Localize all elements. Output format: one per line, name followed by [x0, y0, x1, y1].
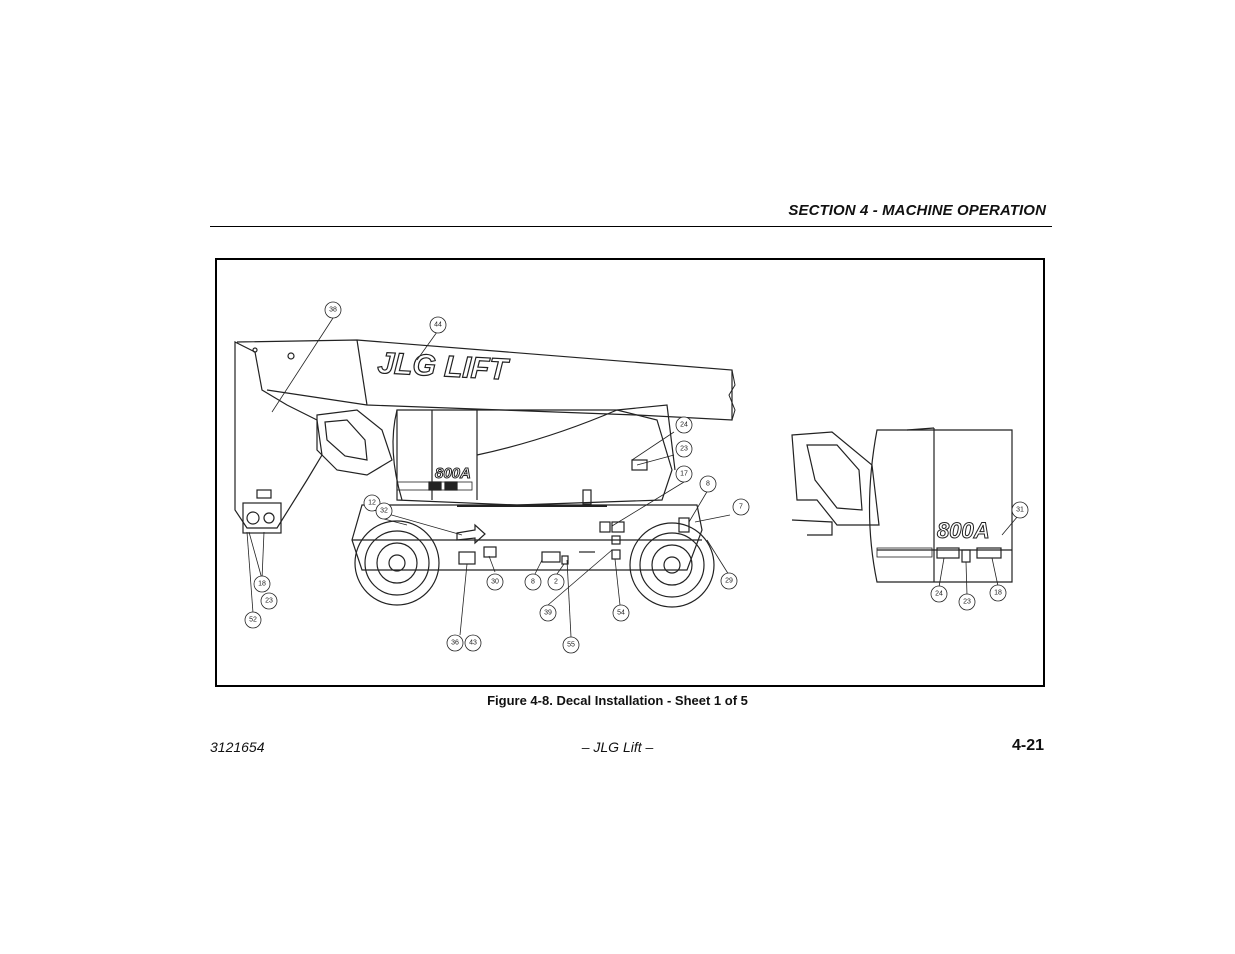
- jib-frame: [234, 341, 323, 529]
- platform-base: [242, 502, 282, 534]
- svg-text:44: 44: [434, 322, 442, 329]
- turntable-cover: [396, 409, 673, 506]
- callout-18-detail: [989, 584, 1007, 602]
- svg-text:23: 23: [680, 446, 688, 453]
- callout-24: [675, 416, 693, 434]
- machine-drawing: JLG LIFT 800A 800A: [234, 301, 1029, 654]
- page-number: 4-21: [1011, 737, 1044, 754]
- callout-44: [429, 316, 447, 334]
- callout-17: [675, 465, 693, 483]
- callout-8-top: [699, 475, 717, 493]
- svg-text:18: 18: [994, 590, 1002, 597]
- callout-2: [547, 573, 565, 591]
- callout-36: [446, 634, 464, 652]
- svg-text:30: 30: [491, 579, 499, 586]
- svg-text:52: 52: [249, 617, 257, 624]
- svg-text:43: 43: [469, 640, 477, 647]
- callout-30: [486, 573, 504, 591]
- callout-54: [612, 604, 630, 622]
- svg-text:54: 54: [617, 610, 625, 617]
- callout-55: [562, 636, 580, 654]
- boom-logo: JLG LIFT: [377, 347, 511, 387]
- model-label-detail: 800A: [937, 518, 990, 543]
- detail-cover: [868, 429, 1013, 583]
- svg-text:2: 2: [554, 579, 558, 586]
- callout-18: [253, 575, 271, 593]
- callout-32: [375, 502, 393, 520]
- arrow-decal: [456, 523, 486, 545]
- decal-installation-figure: JLG LIFT 800A 800A: [215, 258, 1045, 687]
- callout-7: [732, 498, 750, 516]
- svg-text:8: 8: [531, 579, 535, 586]
- header-divider: [210, 226, 1052, 227]
- callout-12: [363, 494, 381, 512]
- callout-39: [539, 604, 557, 622]
- callout-52: [244, 611, 262, 629]
- callout-23: [675, 440, 693, 458]
- svg-text:36: 36: [451, 640, 459, 647]
- document-number: 3121654: [210, 739, 265, 755]
- svg-text:24: 24: [680, 422, 688, 429]
- callout-31: [1011, 501, 1029, 519]
- callout-23-left: [260, 592, 278, 610]
- leader-lines: [246, 317, 1024, 638]
- svg-text:31: 31: [1016, 507, 1024, 514]
- svg-text:29: 29: [725, 578, 733, 585]
- section-title: SECTION 4 - MACHINE OPERATION: [788, 202, 1046, 219]
- footer-title: – JLG Lift –: [581, 739, 654, 755]
- svg-text:18: 18: [258, 581, 266, 588]
- svg-text:23: 23: [265, 598, 273, 605]
- callout-38: [324, 301, 342, 319]
- svg-text:55: 55: [567, 642, 575, 649]
- svg-text:23: 23: [963, 599, 971, 606]
- figure-caption: Figure 4-8. Decal Installation - Sheet 1…: [487, 693, 748, 708]
- svg-text:7: 7: [739, 504, 743, 511]
- callout-24-detail: [930, 585, 948, 603]
- svg-text:17: 17: [680, 471, 688, 478]
- front-wheel: [354, 520, 440, 606]
- callout-29: [720, 572, 738, 590]
- svg-text:8: 8: [706, 481, 710, 488]
- svg-text:32: 32: [380, 508, 388, 515]
- svg-text:39: 39: [544, 610, 552, 617]
- detail-bracket: [791, 431, 880, 526]
- svg-text:24: 24: [935, 591, 943, 598]
- svg-text:12: 12: [368, 500, 376, 507]
- model-label-main: 800A: [435, 465, 471, 482]
- link-bracket: [316, 409, 393, 476]
- callout-8-bottom: [524, 573, 542, 591]
- rear-wheel: [629, 522, 715, 608]
- callout-43: [464, 634, 482, 652]
- svg-text:38: 38: [329, 307, 337, 314]
- callout-23-detail: [958, 593, 976, 611]
